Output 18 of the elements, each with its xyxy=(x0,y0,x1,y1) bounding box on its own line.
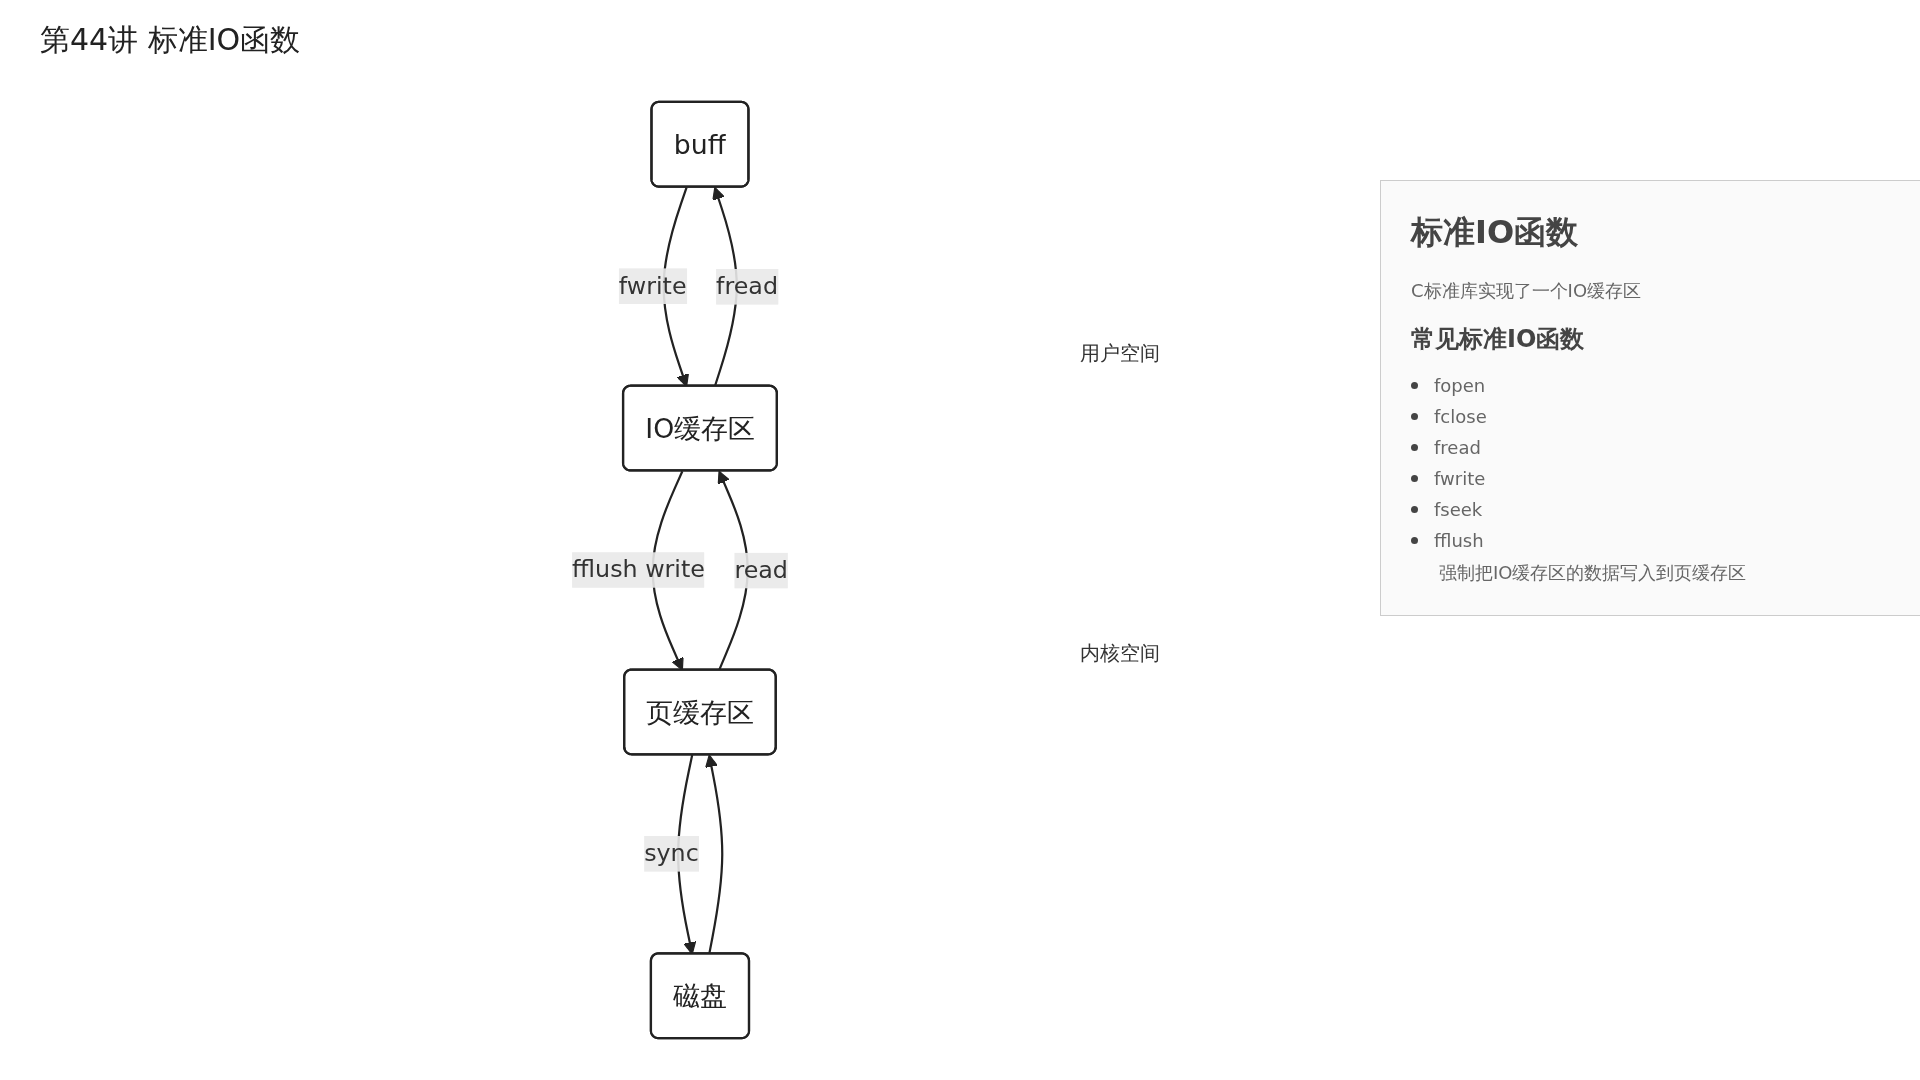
list-item: fopen xyxy=(1434,375,1486,396)
note-text: C标准库实现了一个IO缓存区 xyxy=(1411,279,1643,303)
edge-label: read xyxy=(734,555,788,584)
edge-label: fflush write xyxy=(572,555,705,584)
edge-label: fwrite xyxy=(618,271,687,300)
edge-label: fread xyxy=(716,271,778,301)
list-item: fwrite xyxy=(1434,468,1486,489)
note-heading: 标准IO函数 xyxy=(1411,212,1580,253)
list-item: fclose xyxy=(1434,406,1487,427)
note-text: 强制把IO缓存区的数据写入到页缓存区 xyxy=(1438,561,1748,585)
region-label: 用户空间 xyxy=(1080,340,1160,367)
list-item: fread xyxy=(1434,437,1481,458)
region-label: 内核空间 xyxy=(1080,640,1160,667)
list-item: fflush xyxy=(1434,530,1484,551)
note-subheading: 常见标准IO函数 xyxy=(1411,324,1586,355)
edge-label: sync xyxy=(644,838,699,868)
title: 第44讲 标准IO函数 xyxy=(40,21,301,59)
list-item: fseek xyxy=(1434,499,1483,520)
